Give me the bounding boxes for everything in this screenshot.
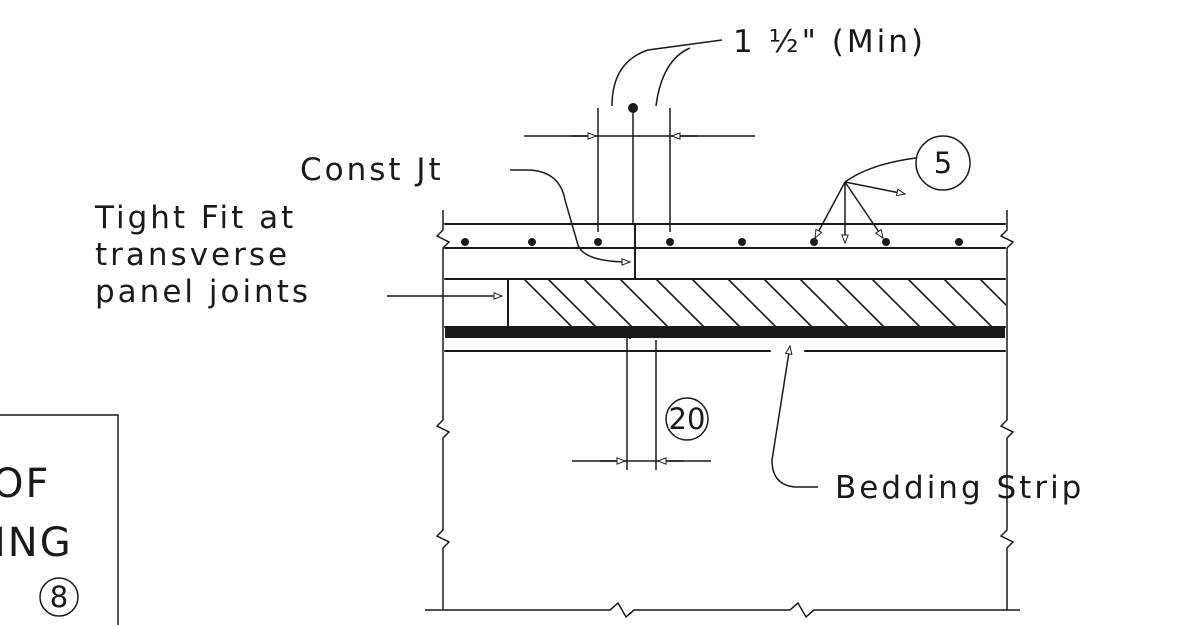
callout-20-number: 20 [669,402,706,436]
side-title-box: OF ING 8 [0,414,119,625]
tight-fit-label-line3: panel joints [95,274,311,310]
dimension-20: 20 [572,335,711,470]
bedding-strip-leader: Bedding Strip [771,344,1084,506]
callout-5: 5 [814,135,971,245]
girder-section [425,210,1020,619]
callout-8-number: 8 [50,580,68,614]
rebar-dot [882,238,890,246]
rebar-dot [738,238,746,246]
rebar-dots [461,238,963,246]
const-jt-label: Const Jt [300,152,444,188]
rebar-dot [666,238,674,246]
tight-fit-label-line2: transverse [95,237,290,273]
rebar-dot [528,238,536,246]
side-box-line2: ING [0,520,73,566]
precast-panel-hatch [522,279,1006,327]
bedding-strip-label: Bedding Strip [835,470,1084,506]
side-box-line1: OF [0,461,51,507]
rebar-dot [461,238,469,246]
deck-panel-section [444,223,1006,339]
dimension-min-label: 1 ½" (Min) [733,24,926,60]
dimension-top: 1 ½" (Min) [524,24,926,232]
tight-fit-leader: Tight Fit at transverse panel joints [94,200,504,310]
callout-5-number: 5 [934,146,952,180]
rebar-dot [955,238,963,246]
rebar-dot [594,238,602,246]
rebar-dot [810,238,818,246]
tight-fit-label-line1: Tight Fit at [94,200,296,236]
const-jt-leader: Const Jt [300,152,632,266]
